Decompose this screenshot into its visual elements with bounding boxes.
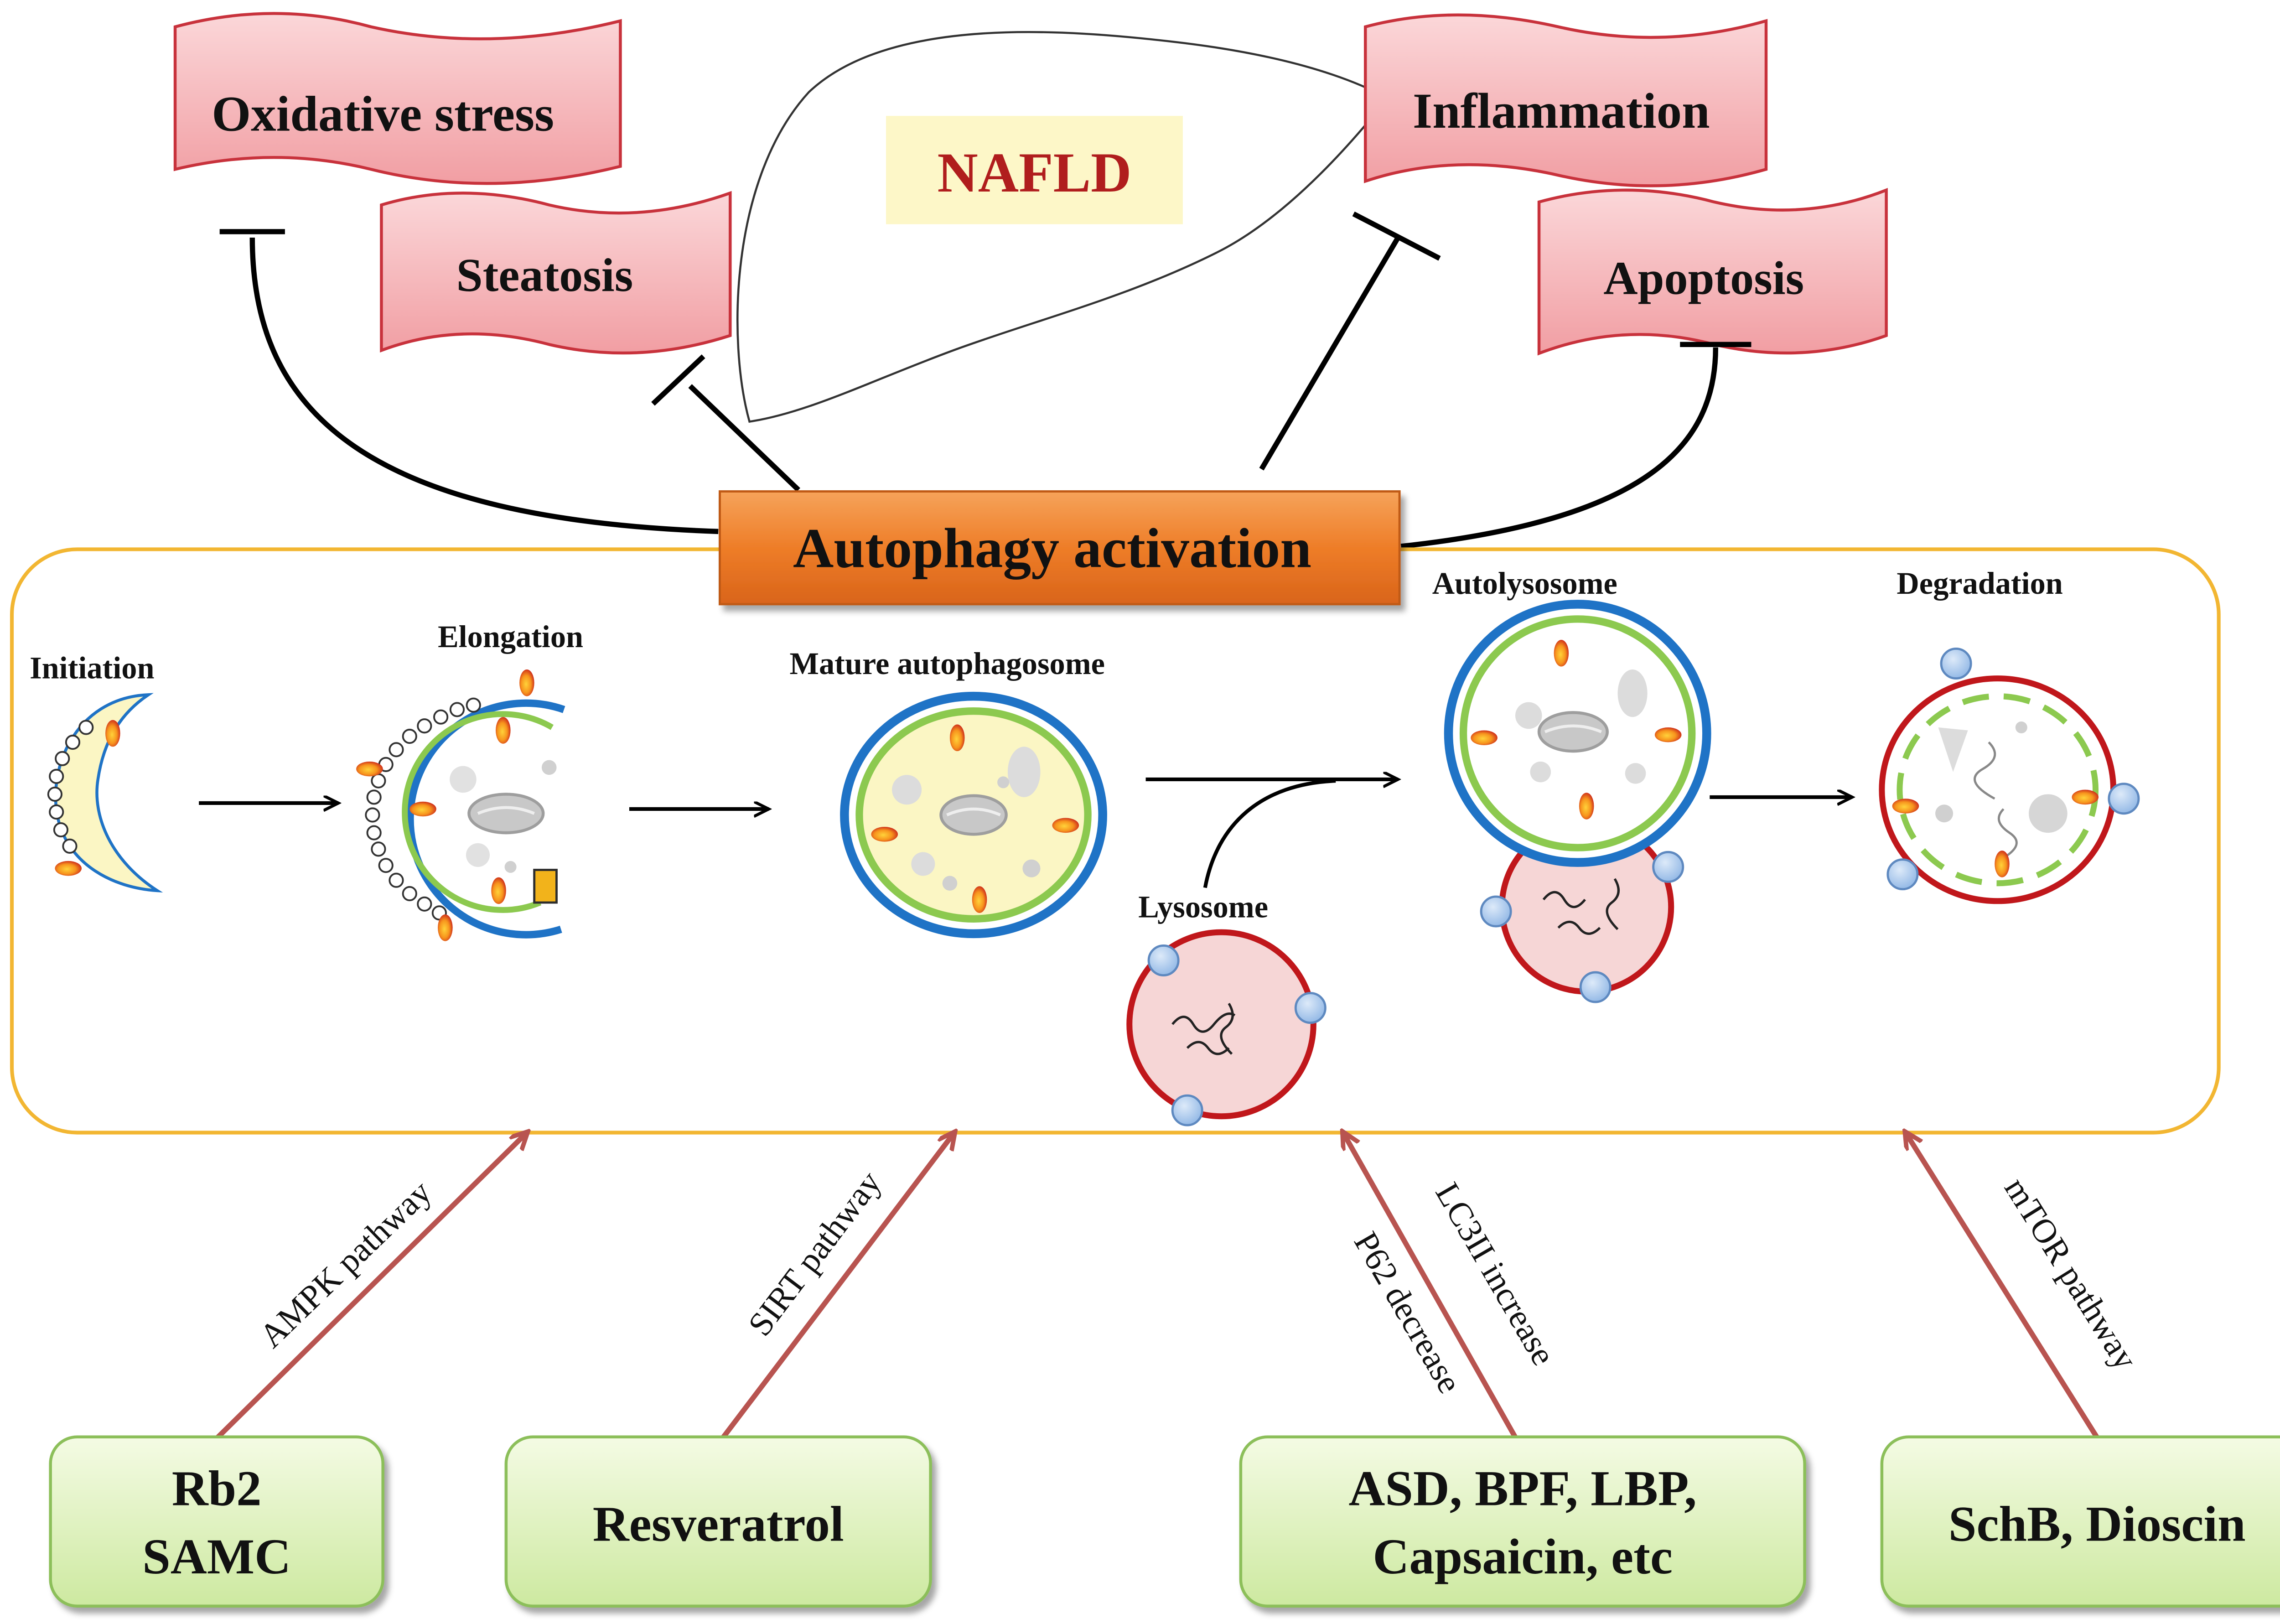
mature-autophagosome-label: Mature autophagosome xyxy=(789,646,1104,681)
steatosis-box: Steatosis xyxy=(380,191,732,355)
degradation-label: Degradation xyxy=(1897,566,2062,601)
inflammation-label: Inflammation xyxy=(1413,83,1710,139)
nafld-title: NAFLD xyxy=(938,141,1132,204)
oxidative-stress-label: Oxidative stress xyxy=(212,86,554,142)
compound-box-rb2-samc: Rb2 SAMC xyxy=(49,1435,384,1608)
arrow-ampk xyxy=(213,1132,527,1442)
compound-samc: SAMC xyxy=(142,1528,291,1584)
initiation-phagophore xyxy=(47,693,163,893)
compound-asd-bpf-lbp: ASD, BPF, LBP, xyxy=(1349,1460,1697,1516)
mature-autophagosome xyxy=(840,691,1107,939)
compound-box-asd-group: ASD, BPF, LBP, Capsaicin, etc xyxy=(1239,1435,1806,1608)
arrow-lc3-p62 xyxy=(1343,1132,1519,1442)
ampk-pathway-label: AMPK pathway xyxy=(252,1173,439,1355)
nafld-title-background xyxy=(886,116,1183,224)
elongation-structure xyxy=(356,669,565,941)
arrow-lysosome-fusion xyxy=(1203,779,1336,888)
compound-rb2: Rb2 xyxy=(172,1460,262,1516)
inhibition-connectors xyxy=(219,211,1751,549)
compound-schb-dioscin: SchB, Dioscin xyxy=(1948,1496,2246,1552)
inflammation-box: Inflammation xyxy=(1364,13,1768,187)
lc3-increase-label: LC3II increase xyxy=(1428,1176,1562,1371)
compound-capsaicin: Capsaicin, etc xyxy=(1373,1528,1673,1584)
steatosis-label: Steatosis xyxy=(456,249,633,301)
elongation-label: Elongation xyxy=(438,619,583,654)
compound-box-resveratrol: Resveratrol xyxy=(504,1435,932,1608)
oxidative-stress-box: Oxidative stress xyxy=(173,12,622,185)
autophagy-panel xyxy=(10,547,2221,1135)
inhibit-oxidative-stress xyxy=(249,237,719,534)
pathway-arrows xyxy=(213,1132,2101,1442)
initiation-label: Initiation xyxy=(30,651,154,685)
arrow-sirt xyxy=(719,1132,954,1442)
apoptosis-label: Apoptosis xyxy=(1603,252,1804,305)
inhibit-steatosis xyxy=(688,384,800,492)
apoptosis-box: Apoptosis xyxy=(1537,188,1888,356)
liver-outline xyxy=(736,31,1389,423)
compound-box-schb-dioscin: SchB, Dioscin xyxy=(1880,1435,2280,1608)
autophagy-activation-label: Autophagy activation xyxy=(793,517,1311,579)
arrow-mtor xyxy=(1906,1132,2101,1442)
lysosome xyxy=(1126,929,1327,1126)
inhibit-apoptosis xyxy=(1400,347,1719,549)
autolysosome-label: Autolysosome xyxy=(1432,566,1617,601)
autophagy-activation-box xyxy=(719,490,1401,606)
compound-resveratrol: Resveratrol xyxy=(593,1496,844,1552)
mtor-pathway-label: mTOR pathway xyxy=(1997,1171,2145,1377)
autolysosome xyxy=(1444,600,1711,1003)
inhibit-inflammation xyxy=(1259,236,1400,471)
degradation-vesicle xyxy=(1879,648,2140,904)
lysosome-label: Lysosome xyxy=(1138,890,1268,924)
